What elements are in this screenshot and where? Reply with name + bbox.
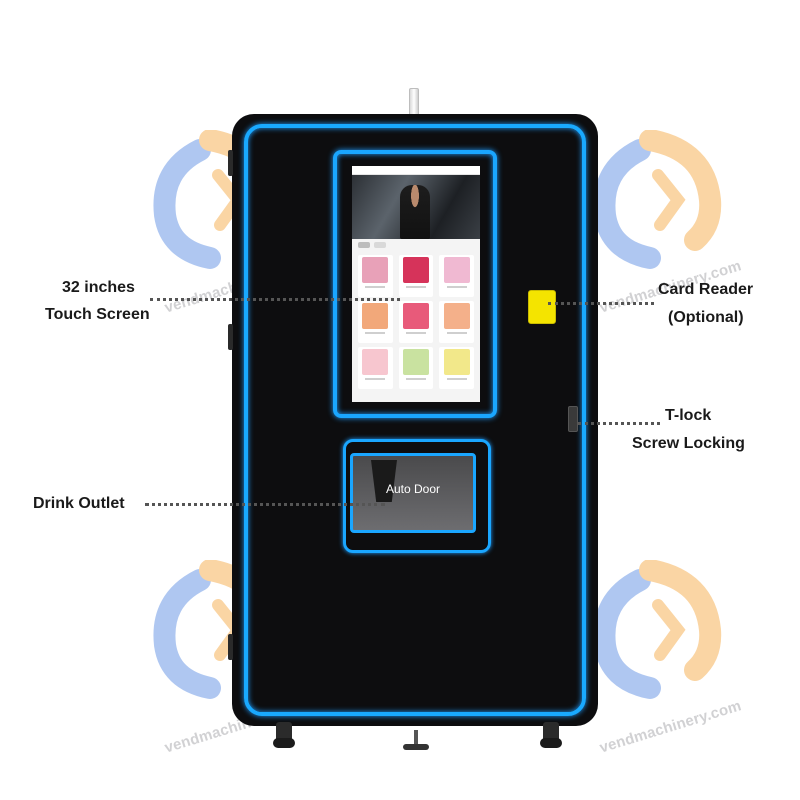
auto-door-label: Auto Door [385,482,441,496]
touch-screen-frame [333,150,497,418]
product-caption [405,286,426,288]
screen-product-tile[interactable] [358,347,393,389]
cup-holder [371,460,397,502]
product-caption [446,286,467,288]
touch-screen[interactable] [352,166,480,402]
t-lock[interactable] [568,406,578,432]
watermark-text: vendmachinery.com [597,697,744,757]
logo-icon [593,560,722,699]
screen-product-tile[interactable] [398,301,434,343]
callout-touch-screen-line2: Touch Screen [45,306,150,323]
screen-product-tile[interactable] [398,255,434,297]
screen-product-grid [352,253,480,391]
product-thumbnail [402,257,429,283]
callout-card-reader-line1: Card Reader [658,281,754,298]
product-caption [405,378,426,380]
callout-touch-screen-line1: 32 inches [62,279,135,296]
screen-product-tile[interactable] [439,255,474,297]
callout-leader-t-lock [578,422,660,425]
logo-watermark-bottom-right [580,560,730,700]
product-caption [365,332,386,334]
caster-wheel [540,722,562,748]
screen-tab[interactable] [374,242,386,248]
callout-leader-drink-outlet [145,503,385,506]
screen-product-tile[interactable] [439,347,474,389]
door-hinge [228,634,233,660]
door-hinge [228,150,233,176]
callout-leader-card-reader [548,302,654,305]
screen-banner [352,175,480,239]
logo-icon [593,130,722,269]
card-reader[interactable] [528,290,556,324]
product-thumbnail [443,257,470,283]
callout-t-lock-line2: Screw Locking [632,435,745,452]
drink-outlet[interactable]: Auto Door [350,453,476,533]
product-thumbnail [362,303,389,329]
screen-product-tile[interactable] [398,347,434,389]
product-thumbnail [443,303,470,329]
callout-leader-touch-screen [150,298,400,301]
product-thumbnail [443,349,470,375]
banner-figure [400,185,430,239]
product-caption [405,332,426,334]
callout-card-reader-line2: (Optional) [668,309,744,326]
callout-t-lock-line1: T-lock [665,407,712,424]
door-hinge [228,324,233,350]
caster-wheel [273,722,295,748]
product-caption [365,286,386,288]
product-thumbnail [402,349,429,375]
product-caption [365,378,386,380]
logo-watermark-top-right [580,130,730,270]
screen-product-tile[interactable] [439,301,474,343]
product-caption [446,332,467,334]
vending-machine: Auto Door [228,114,598,726]
screen-product-tile[interactable] [358,301,393,343]
screen-tabs [352,239,480,253]
product-thumbnail [402,303,429,329]
screen-product-tile[interactable] [358,255,393,297]
leveling-foot [403,730,429,752]
product-caption [446,378,467,380]
callout-drink-outlet: Drink Outlet [33,495,125,512]
screen-tab[interactable] [358,242,370,248]
screen-status-bar [352,166,480,175]
product-thumbnail [362,257,389,283]
led-strip [244,124,586,716]
drink-outlet-frame [343,439,491,553]
product-thumbnail [362,349,389,375]
